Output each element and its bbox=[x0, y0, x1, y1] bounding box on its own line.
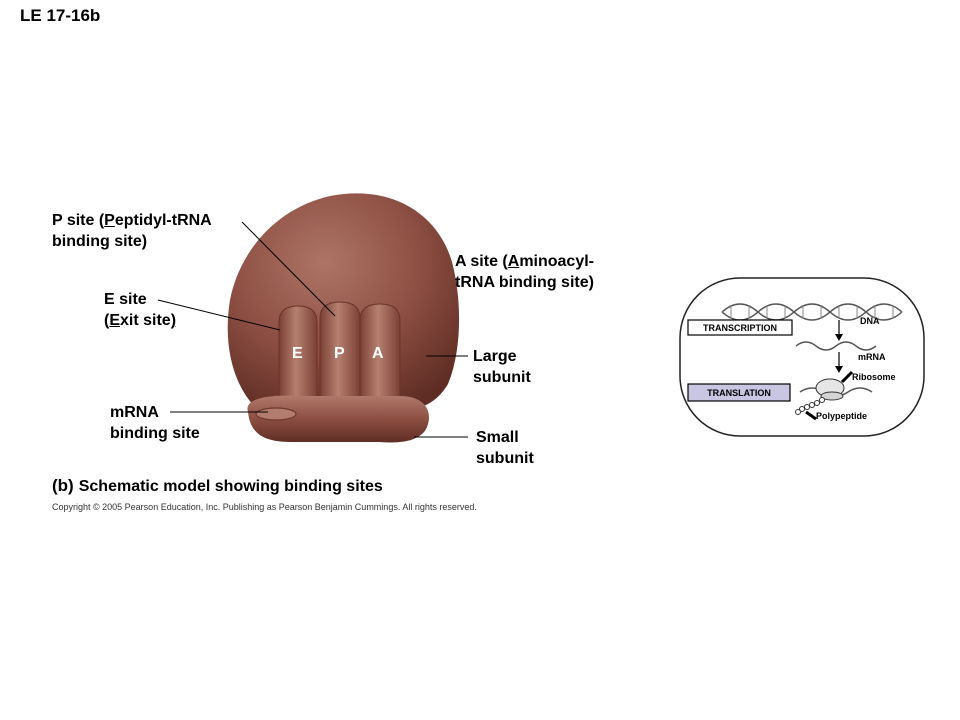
large-subunit-label: Large subunit bbox=[473, 348, 531, 386]
copyright-notice: Copyright © 2005 Pearson Education, Inc.… bbox=[52, 502, 477, 512]
mrna-inset-label: mRNA bbox=[858, 352, 886, 362]
a-site-letter: A bbox=[372, 345, 384, 362]
caption-text: Schematic model showing binding sites bbox=[78, 478, 383, 495]
a-site-label: A site (Aminoacyl- tRNA binding site) bbox=[455, 253, 594, 291]
figure-caption: (b)Schematic model showing binding sites bbox=[52, 476, 383, 496]
mrna-binding-site-label: mRNA binding site bbox=[110, 404, 200, 442]
trna-slots bbox=[278, 301, 401, 411]
p-site-label: P site (Peptidyl-tRNA binding site) bbox=[52, 212, 212, 250]
central-dogma-inset bbox=[679, 277, 925, 437]
dna-label: DNA bbox=[860, 316, 880, 326]
ribosome-label: Ribosome bbox=[852, 372, 896, 382]
transcription-label: TRANSCRIPTION bbox=[703, 322, 777, 333]
polypeptide-label: Polypeptide bbox=[816, 411, 868, 421]
small-subunit-shape bbox=[247, 395, 429, 443]
p-site-letter: P bbox=[334, 345, 345, 362]
translation-label: TRANSLATION bbox=[707, 387, 771, 398]
figure-label: LE 17-16b bbox=[20, 6, 101, 25]
e-site-letter: E bbox=[292, 345, 303, 362]
mrna-groove bbox=[255, 407, 297, 421]
leader-lines bbox=[157, 221, 468, 438]
small-subunit-label: Small subunit bbox=[476, 429, 534, 467]
caption-tag: (b) bbox=[52, 476, 74, 495]
e-site-label: E site (Exit site) bbox=[104, 291, 177, 329]
